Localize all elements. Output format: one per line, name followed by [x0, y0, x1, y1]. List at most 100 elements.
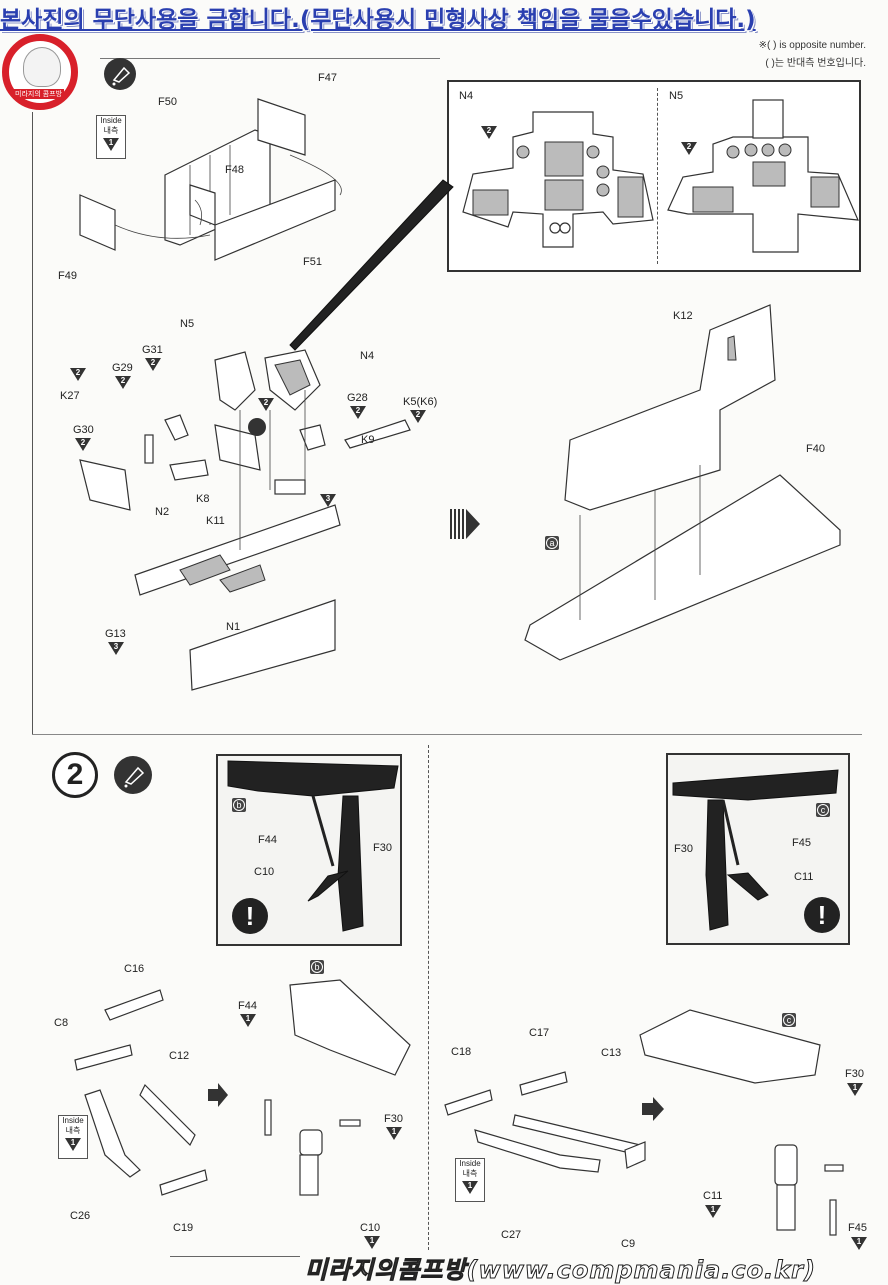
- inside-badge-right: Inside 내측 1: [455, 1158, 485, 1202]
- part-c12: [139, 1083, 196, 1147]
- sub-badge-f30: 1: [386, 1127, 402, 1140]
- label-n2: N2: [155, 506, 170, 518]
- step1-top-line: [100, 58, 440, 59]
- photo-label-f30-right: F30: [674, 843, 693, 855]
- inside-number: 1: [108, 138, 114, 147]
- label-f51: F51: [303, 256, 322, 268]
- part-c16: [104, 989, 164, 1021]
- part-c19: [159, 1169, 208, 1196]
- part-g28: [299, 424, 326, 451]
- part-n1: [219, 564, 266, 593]
- arrow-icon-left: [208, 1083, 228, 1107]
- part-c17: [519, 1071, 568, 1096]
- badge-g30: 2: [75, 438, 91, 451]
- next-step-arrow-icon: [450, 509, 480, 539]
- cockpit-installed-diagram: [524, 304, 841, 661]
- part-f30-right: [824, 1164, 844, 1172]
- badge-g31: 2: [145, 358, 161, 371]
- gear-bay-parts-right: [444, 1071, 646, 1173]
- decal-pointer: [289, 179, 454, 351]
- part-k12: [727, 335, 737, 361]
- badge-g28: 2: [350, 406, 366, 419]
- part-n4-detail: [274, 359, 311, 396]
- part-f51: [214, 179, 336, 261]
- sub-label-f30: F30: [384, 1113, 403, 1125]
- part-f49: [79, 194, 116, 251]
- knife-icon: [248, 418, 266, 436]
- label-c19: C19: [173, 1222, 194, 1234]
- decal-badge-n5: 2: [681, 142, 697, 155]
- label-n5: N5: [180, 318, 195, 330]
- label-c9: C9: [621, 1238, 636, 1250]
- part-g31: [214, 424, 261, 471]
- reference-photo-left: b F44 F30 C10 !: [216, 754, 402, 946]
- part-bay-box-b: [289, 979, 411, 1076]
- label-c16: C16: [124, 963, 145, 975]
- warning-icon-left: !: [232, 898, 268, 934]
- sub-label-c10: C10: [360, 1222, 381, 1234]
- landing-gear-photo-left: [227, 760, 399, 932]
- glue-bottle-glyph: [112, 66, 131, 86]
- copyright-banner: 본사진의 무단사용을 금합니다.(무단사용시 민형사상 책임을 물을수있습니다.…: [0, 7, 756, 33]
- arrow-icon-right: [642, 1097, 664, 1121]
- inside-triangle-icon-left: 1: [65, 1138, 81, 1151]
- decal-panel: N4 N5 2 2: [447, 80, 861, 272]
- inside-en-right: Inside: [459, 1159, 481, 1168]
- sub-label-f44: F44: [238, 1000, 257, 1012]
- gear-assembly-right: [639, 1009, 844, 1236]
- inside-ko: 내측: [103, 126, 119, 135]
- part-c10: [299, 1154, 319, 1196]
- decal-badge-n4: 2: [481, 126, 497, 139]
- label-g29: G29: [112, 362, 133, 374]
- label-k27: K27: [60, 390, 80, 402]
- label-f50: F50: [158, 96, 177, 108]
- part-k8: [169, 459, 209, 481]
- part-k5: [344, 419, 411, 449]
- part-bay-box-c: [639, 1009, 821, 1084]
- opposite-note-ko: ( )는 반대측 번호입니다.: [765, 58, 866, 69]
- part-k9: [274, 479, 306, 495]
- landing-gear-photo-right: [672, 769, 839, 931]
- decal-label-n4: N4: [459, 90, 474, 102]
- label-g30: G30: [73, 424, 94, 436]
- part-strut: [299, 1129, 323, 1156]
- part-cockpit-tub: [564, 304, 776, 511]
- glue-bottle-icon-2: [114, 756, 152, 794]
- part-c27: [474, 1129, 601, 1173]
- part-c26: [84, 1089, 141, 1178]
- badge-mid: 2: [258, 398, 274, 411]
- footer-line: [170, 1256, 300, 1257]
- sub-badge-f45: 1: [851, 1237, 867, 1250]
- step-divider: [32, 734, 862, 735]
- label-k11: K11: [206, 515, 225, 527]
- label-f49: F49: [58, 270, 77, 282]
- n5-instrument-panel: [667, 99, 859, 253]
- label-c17: C17: [529, 1027, 550, 1039]
- inside-badge-left: Inside 내측 1: [58, 1115, 88, 1159]
- sub-badge-c10: 1: [364, 1236, 380, 1249]
- label-c13: C13: [601, 1047, 622, 1059]
- part-c18: [444, 1089, 493, 1116]
- glue-bottle-glyph-2: [124, 766, 145, 788]
- part-n2: [179, 554, 231, 586]
- part-c8: [74, 1044, 133, 1071]
- photo-label-f44: F44: [258, 834, 277, 846]
- label-k12: K12: [673, 310, 693, 322]
- step2-center-divider: [428, 745, 429, 1250]
- photo-label-c10: C10: [254, 866, 275, 878]
- warning-icon-right: !: [804, 897, 840, 933]
- sub-label-f45: F45: [848, 1222, 867, 1234]
- part-f40: [524, 474, 841, 661]
- inside-en: Inside: [100, 116, 122, 125]
- photo-label-f30: F30: [373, 842, 392, 854]
- gear-assembly-left: [264, 979, 411, 1196]
- sub-badge-c11: 1: [705, 1205, 721, 1218]
- decal-divider: [657, 88, 658, 264]
- label-f48: F48: [225, 164, 244, 176]
- part-g30: [79, 459, 131, 511]
- label-k8: K8: [196, 493, 210, 505]
- sub-badge-f44: 1: [240, 1014, 256, 1027]
- label-g13: G13: [105, 628, 126, 640]
- label-k9: K9: [361, 434, 375, 446]
- subassembly-tag-b: b: [310, 960, 324, 974]
